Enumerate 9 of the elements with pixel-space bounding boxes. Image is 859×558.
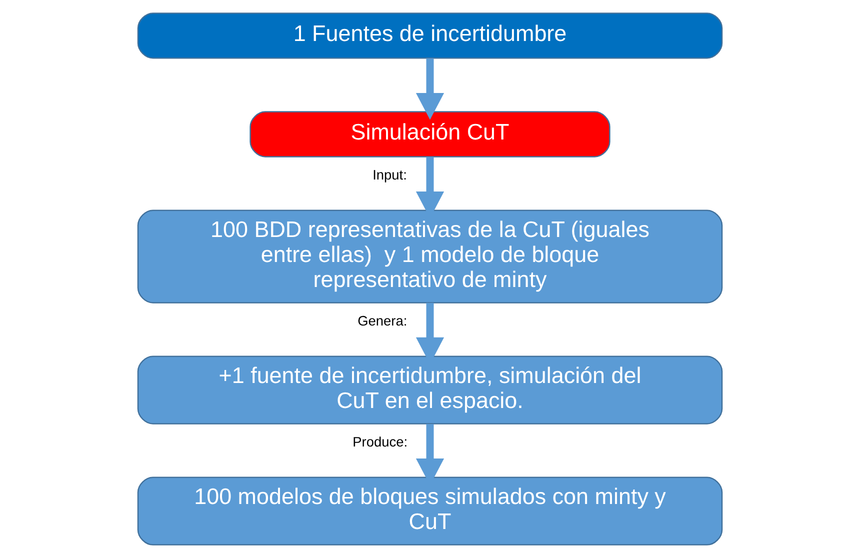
node-box: +1 fuente de incertidumbre, simulación del CuT en el espacio. <box>136 356 722 424</box>
edge-label: Produce: <box>352 434 408 450</box>
edge-label: Genera: <box>357 314 407 329</box>
node-box: 100 BDD representativas de la CuT (iguales entre ellas) y 1 modelo de bloque representativo de minty <box>136 210 722 304</box>
arrow <box>415 58 444 120</box>
node-box: 1 Fuentes de incertidumbre <box>136 12 722 59</box>
node-box: 100 modelos de bloques simulados con minty y CuT <box>136 476 722 546</box>
node-box: Simulación CuT <box>249 111 610 158</box>
edge-label: Input: <box>372 168 406 183</box>
